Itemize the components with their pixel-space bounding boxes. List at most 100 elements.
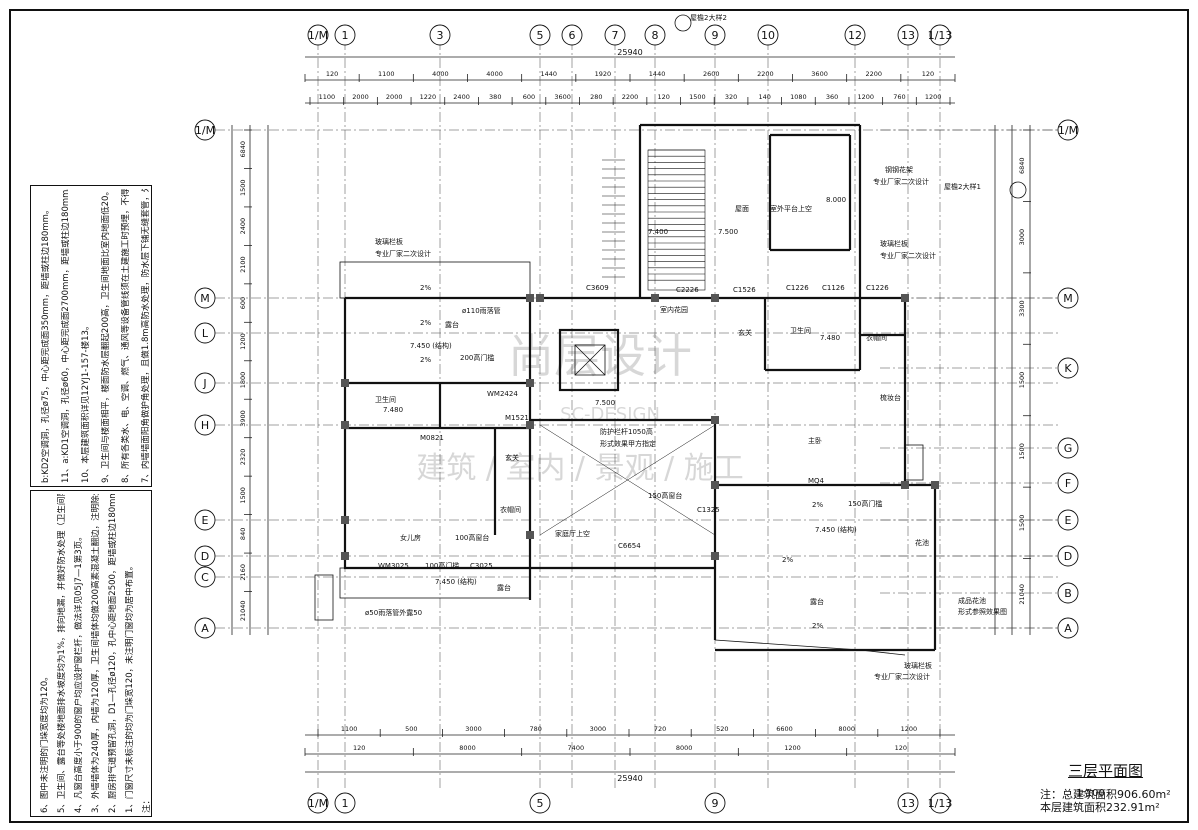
dim-value: 720 [654, 725, 666, 733]
svg-text:C3025: C3025 [470, 562, 493, 570]
bottom-total-dim: 25940 [617, 774, 642, 783]
axis-label: B [1064, 587, 1072, 600]
svg-text:露台: 露台 [497, 583, 511, 592]
dim-value: 1080 [790, 93, 807, 101]
note-line: 11、a:KD1空调洞，孔径ø60，中心距完成面2700mm，距墙或柱边180m… [61, 189, 71, 483]
axis-bubble-circle [929, 24, 951, 46]
svg-text:玻璃栏板: 玻璃栏板 [375, 237, 403, 246]
dim-value: 2600 [703, 70, 720, 78]
axis-bubble: H [194, 414, 216, 436]
svg-text:室外平台上空: 室外平台上空 [770, 204, 812, 213]
svg-text:花池: 花池 [915, 538, 929, 547]
dim-value: 1500 [1018, 443, 1026, 460]
dim-value: 8000 [676, 744, 693, 752]
axis-bubble-circle [529, 24, 551, 46]
dim-value: 1200 [858, 93, 875, 101]
svg-text:C6654: C6654 [618, 542, 641, 550]
left-dimensions [231, 125, 269, 635]
axis-bubble: 1/M [194, 119, 216, 141]
dim-value: 280 [590, 93, 602, 101]
dim-value: 1100 [341, 725, 358, 733]
axis-label: A [1064, 622, 1072, 635]
dim-value: 2200 [757, 70, 774, 78]
dim-value: 840 [239, 528, 247, 540]
dim-value: 2100 [239, 256, 247, 273]
svg-text:7.480: 7.480 [383, 406, 403, 414]
column [536, 294, 544, 302]
svg-text:C3609: C3609 [586, 284, 609, 292]
dim-value: 2200 [865, 70, 882, 78]
axis-bubble: E [1057, 509, 1079, 531]
column [526, 379, 534, 387]
floor-area-note: 本层建筑面积232.91m² [1040, 801, 1160, 814]
dim-value: 8000 [459, 744, 476, 752]
column [901, 481, 909, 489]
axis-bubble-circle [1057, 472, 1079, 494]
dim-value: 4000 [486, 70, 503, 78]
axis-label: K [1064, 362, 1072, 375]
dim-value: 1200 [925, 93, 942, 101]
axis-label: 7 [612, 29, 619, 42]
svg-text:8.000: 8.000 [826, 196, 846, 204]
svg-text:卫生间: 卫生间 [790, 326, 811, 335]
watermark: 尚层设计 SC-DESIGN 建筑 / 室内 / 景观 / 施工 [416, 329, 744, 486]
axis-label: 1/M [195, 124, 215, 137]
axis-label: 1 [342, 797, 349, 810]
axis-label: J [202, 377, 206, 390]
dim-value: 1200 [784, 744, 801, 752]
axis-bubble-circle [1057, 509, 1079, 531]
svg-text:露台: 露台 [810, 597, 824, 606]
drawing-title-block: 三层平面图 1:100 [1068, 760, 1174, 799]
svg-text:7.500: 7.500 [718, 228, 738, 236]
svg-text:衣帽间: 衣帽间 [866, 333, 887, 342]
column [341, 421, 349, 429]
stair-outline [647, 149, 706, 291]
axis-bubble: M [1057, 287, 1079, 309]
left-dim-labels: 6840150024002100600120018003900232015008… [239, 129, 252, 621]
svg-text:150高窗台: 150高窗台 [648, 491, 682, 500]
axis-bubble: 12 [844, 24, 866, 46]
dim-value: 1500 [1018, 515, 1026, 532]
axis-bubble-circle [844, 24, 866, 46]
axis-label: 1/13 [928, 29, 953, 42]
column [341, 552, 349, 560]
column [711, 481, 719, 489]
axis-bubble: A [1057, 617, 1079, 639]
detail-ref-marks [674, 14, 1027, 199]
note-line: b:KD2空调洞，孔径ø75，中心距完成面350mm，距墙或柱边180mm。 [41, 205, 51, 483]
dim-value: 1500 [239, 179, 247, 196]
svg-text:200高门槛: 200高门槛 [460, 353, 494, 362]
svg-text:7.480: 7.480 [820, 334, 840, 342]
svg-text:主卧: 主卧 [808, 436, 822, 445]
axis-bubble-circle [1057, 437, 1079, 459]
axis-bubble: E [194, 509, 216, 531]
notes-panel-top: 7、内墙墙面阳角做护角处理，且做1.8m高防水处理，防水层下铺无缝套管，外包扎。… [30, 185, 152, 487]
svg-text:玄关: 玄关 [738, 328, 752, 337]
axis-bubble: B [1057, 582, 1079, 604]
column [526, 531, 534, 539]
svg-text:2%: 2% [420, 319, 431, 327]
note-line: 1、门窗尺寸未标注的均为门垛宽120，未注明门窗均为居中布置。 [125, 561, 136, 813]
svg-text:2%: 2% [812, 501, 823, 509]
dim-value: 320 [725, 93, 737, 101]
axis-bubble-circle [1057, 119, 1079, 141]
axis-bubble-circle [561, 24, 583, 46]
dim-value: 3300 [1018, 300, 1026, 317]
svg-text:7.500: 7.500 [595, 399, 615, 407]
axis-label: 6 [569, 29, 576, 42]
axis-bubble: 1/M [1057, 119, 1079, 141]
dim-value: 3600 [811, 70, 828, 78]
dim-value: 21040 [1018, 584, 1026, 605]
svg-text:C2226: C2226 [676, 286, 699, 294]
svg-text:C1126: C1126 [822, 284, 845, 292]
svg-text:屋檐2大样1: 屋檐2大样1 [944, 182, 981, 191]
axis-bubble-circle [704, 792, 726, 814]
dim-value: 760 [893, 93, 905, 101]
svg-text:家庭厅上空: 家庭厅上空 [555, 529, 590, 538]
svg-text:尚层设计: 尚层设计 [508, 329, 692, 383]
axis-label: 1 [342, 29, 349, 42]
